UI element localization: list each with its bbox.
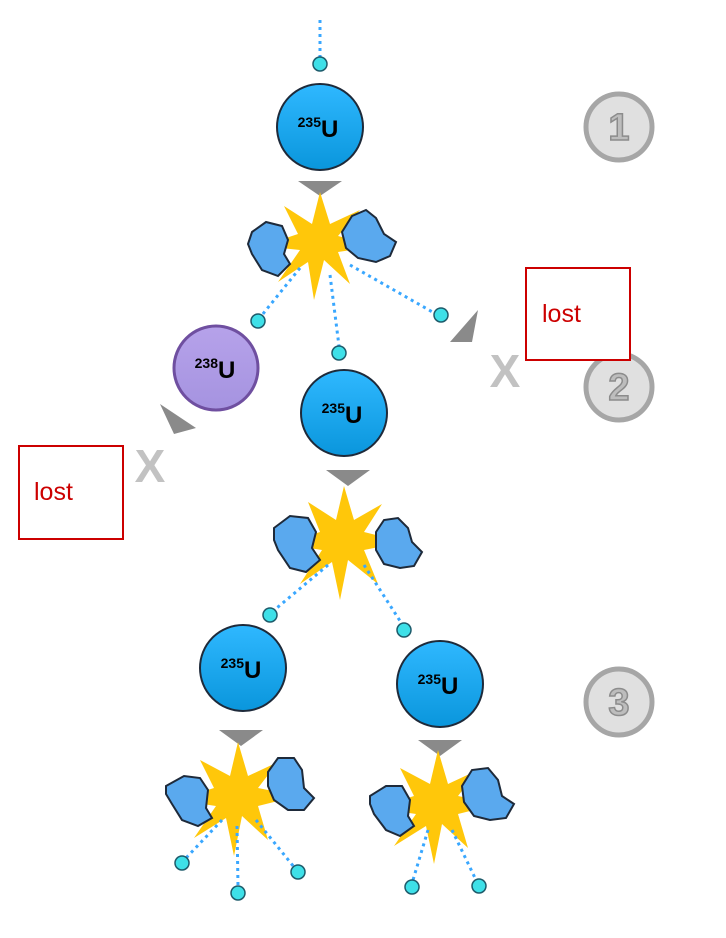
neutron-path [411,829,430,881]
fission-burst [176,742,298,856]
step-2-number: 2 [608,367,629,409]
u238-nucleus: 238U [172,324,260,412]
u235-nucleus: 235U [396,640,484,728]
neutron [230,885,246,901]
u235-nucleus: 235U [276,83,364,171]
mass-number: 235 [298,114,322,130]
svg-text:235U: 235U [298,114,339,143]
neutron-path [254,819,296,868]
neutron [312,56,328,72]
svg-text:238U: 238U [195,355,236,384]
mass-number: 235 [418,671,442,687]
lost-arrow-icon [450,310,478,342]
neutron [174,855,190,871]
neutron-path [235,825,240,887]
neutron [331,345,347,361]
step-1-number: 1 [608,107,629,149]
mass-number: 235 [322,400,346,416]
element-symbol: U [218,357,235,384]
element-symbol: U [244,657,261,684]
fission-fragment [165,774,214,828]
lost-x-mark: X [490,345,521,397]
lost-annotation-label: lost [542,300,581,328]
fission-fragment [460,766,516,822]
fission-fragment [369,785,416,838]
down-arrow-icon [298,181,342,196]
step-1-badge: 1 [583,91,655,163]
fission-fragment [273,514,322,574]
neutron [250,313,266,329]
neutron [433,307,449,323]
u235-nucleus: 235U [199,624,287,712]
svg-text:235U: 235U [418,671,459,700]
mass-number: 238 [195,355,219,371]
fission-fragment [375,516,424,570]
neutron-path [184,818,224,860]
lost-annotation-box [525,267,631,361]
neutron [396,622,412,638]
neutron [404,879,420,895]
neutron-path [362,564,404,625]
element-symbol: U [345,402,362,429]
neutron [262,607,278,623]
lost-annotation-label: lost [34,478,73,506]
lost-x-mark: X [135,440,166,492]
down-arrow-icon [418,740,462,756]
neutron [290,864,306,880]
step-3-number: 3 [608,682,629,724]
svg-text:235U: 235U [322,400,363,429]
fission-fragment [340,208,398,264]
element-symbol: U [321,116,338,143]
step-2-badge: 2 [583,351,655,423]
neutron-path [349,263,437,316]
neutron-path [271,563,329,614]
lost-arrow-icon [160,404,196,434]
neutron [471,878,487,894]
down-arrow-icon [219,730,263,746]
mass-number: 235 [221,655,245,671]
neutron-path [328,274,341,347]
fission-fragment [267,757,316,811]
lost-annotation-box [18,445,124,540]
element-symbol: U [441,673,458,700]
u235-nucleus: 235U [300,369,388,457]
neutron-path [450,829,478,881]
svg-text:235U: 235U [221,655,262,684]
step-3-badge: 3 [583,666,655,738]
fission-fragment [246,220,292,278]
fission-burst [284,486,404,600]
down-arrow-icon [326,470,370,486]
